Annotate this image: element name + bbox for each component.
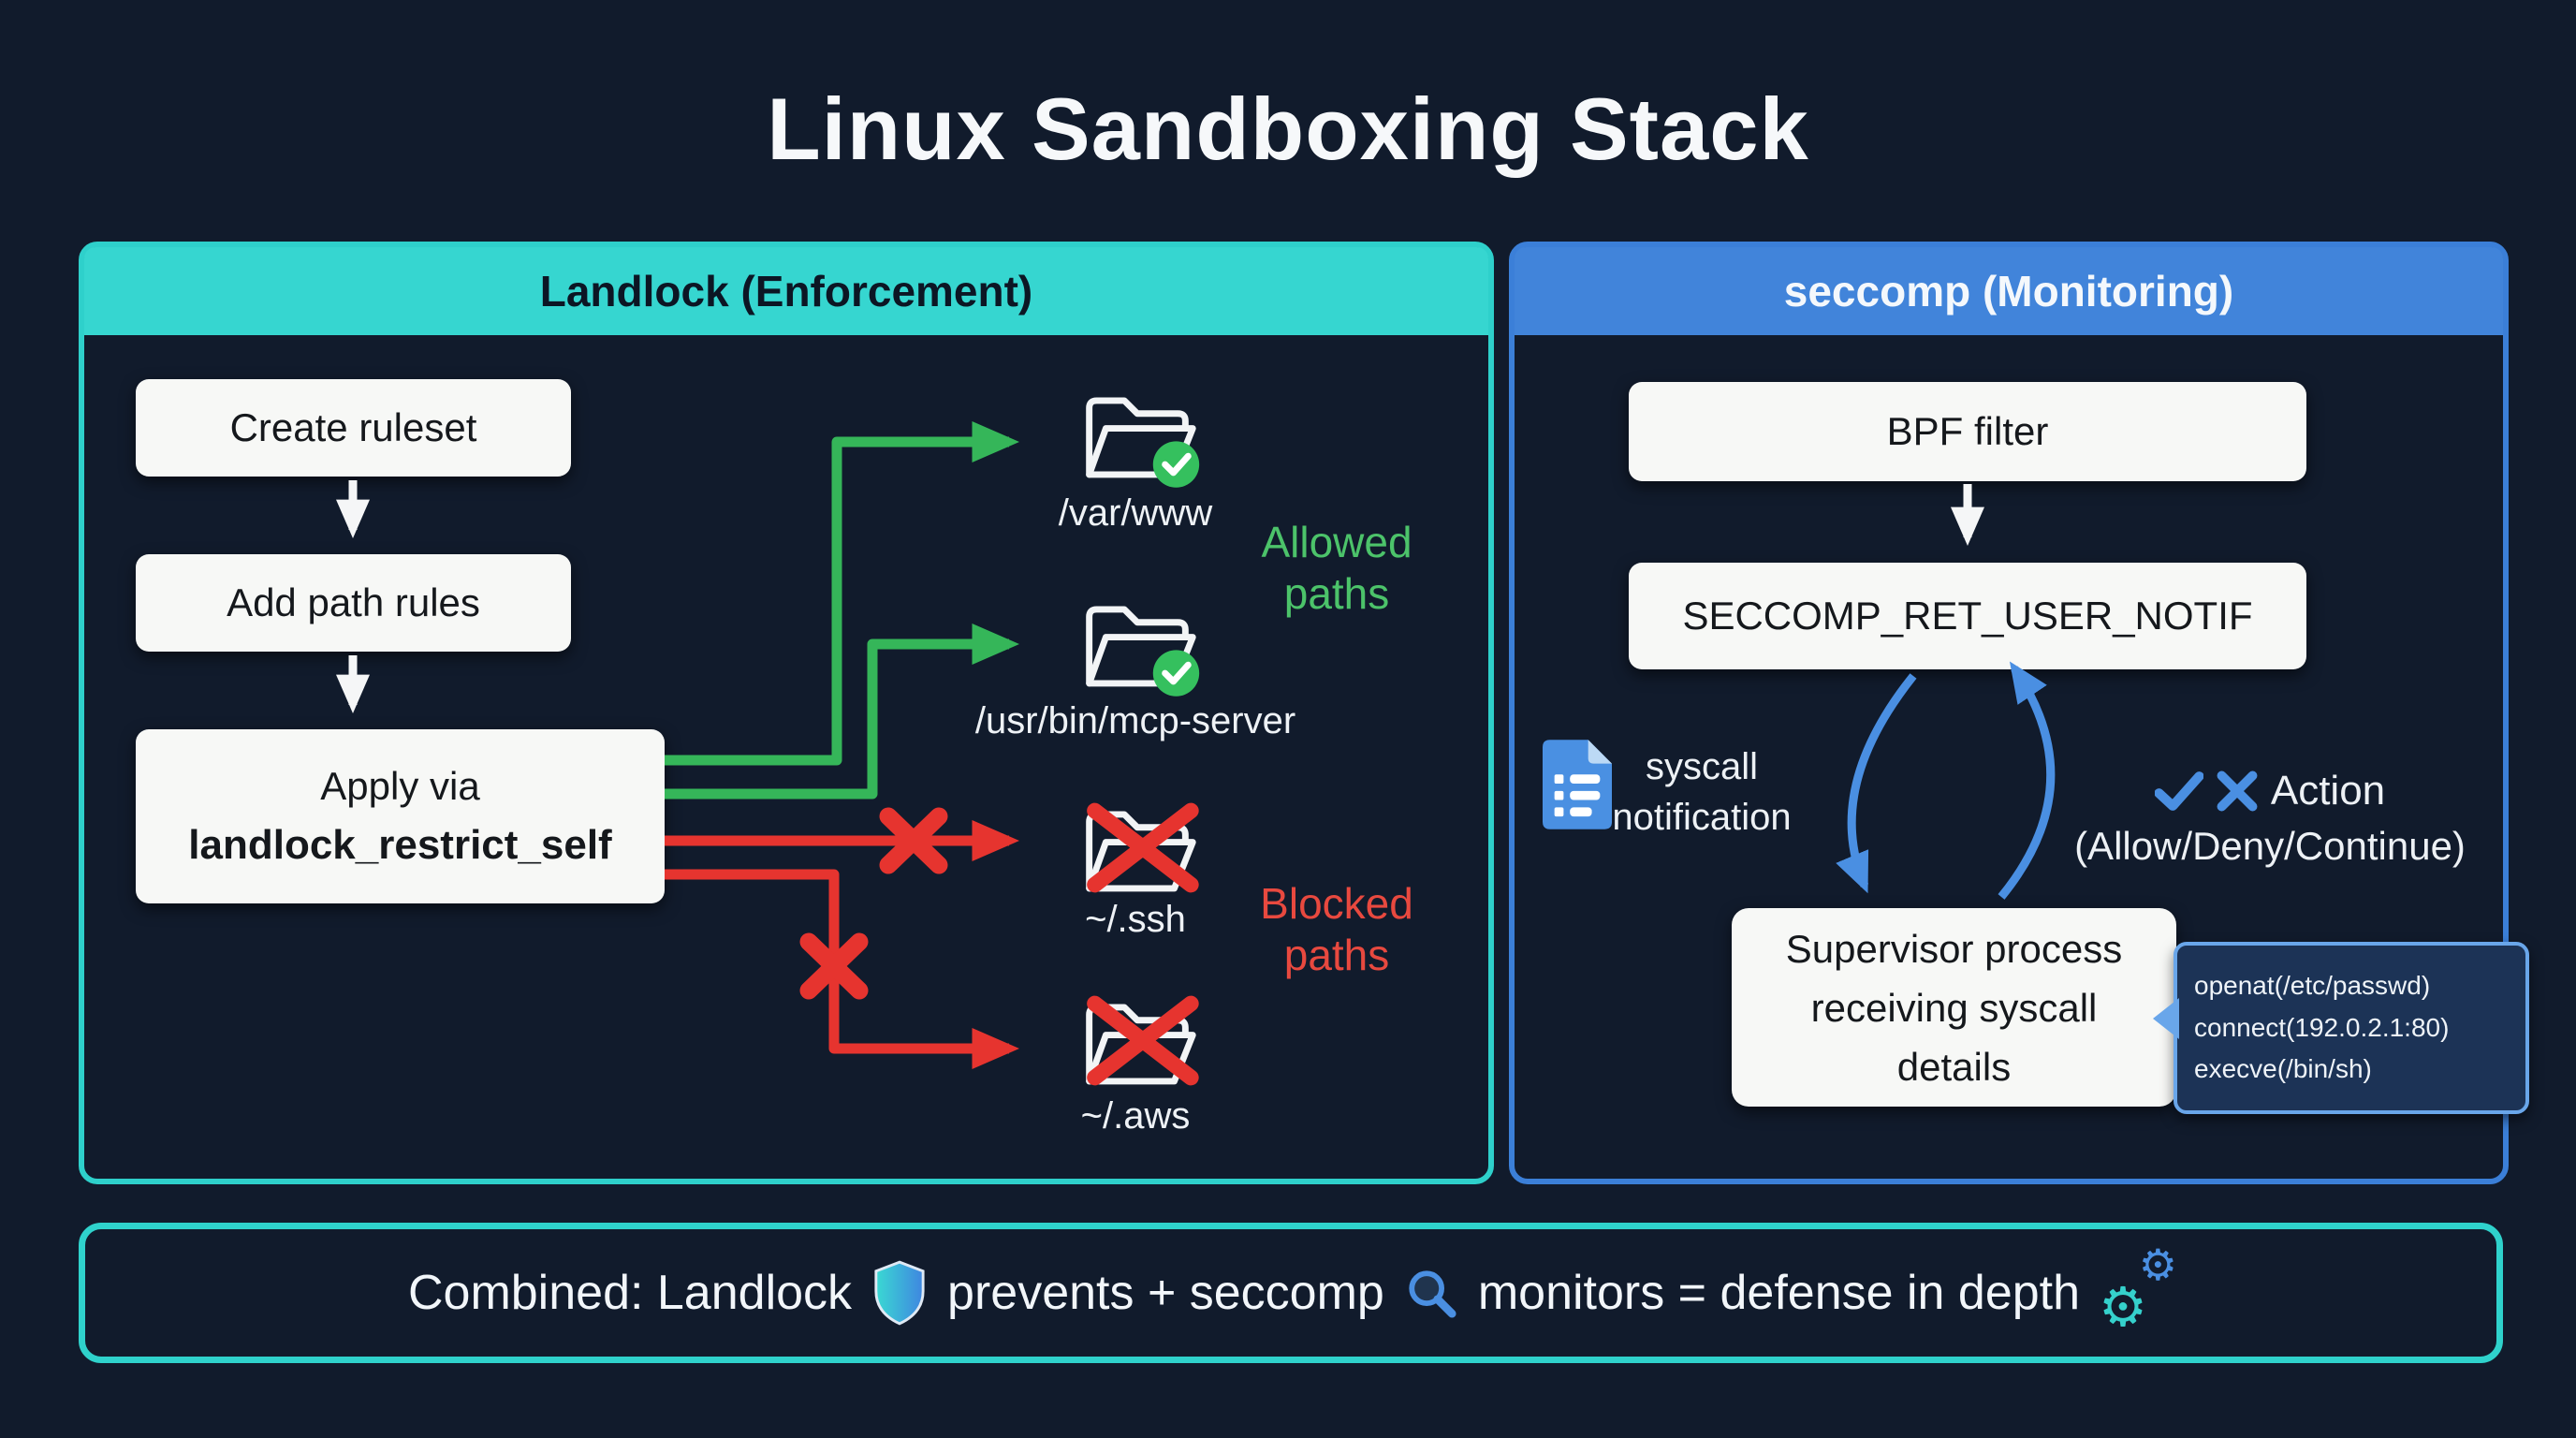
step-box-create-ruleset: Create ruleset [136, 379, 571, 477]
footer-bar: Combined: Landlock prevents + seccomp mo… [79, 1223, 2503, 1363]
action-label-block: Action (Allow/Deny/Continue) [2050, 768, 2490, 869]
step-label: Add path rules [227, 580, 480, 624]
step-label: Create ruleset [229, 405, 477, 449]
allowed-paths-label: Allowed paths [1261, 518, 1412, 619]
blocked-path-label: ~/.aws [1080, 1095, 1191, 1137]
folder-allowed-icon [1063, 374, 1211, 491]
check-badge-icon [1152, 650, 1200, 697]
code-line: openat(/etc/passwd) [2194, 970, 2431, 1000]
seccomp-ret-user-notif-box: SECCOMP_RET_USER_NOTIF [1629, 563, 2306, 669]
gears-icon: ⚙ ⚙ [2099, 1240, 2178, 1339]
syscall-details-bubble: openat(/etc/passwd) connect(192.0.2.1:80… [2153, 942, 2529, 1114]
allowed-path-label: /usr/bin/mcp-server [974, 700, 1296, 741]
code-line: connect(192.0.2.1:80) [2194, 1012, 2450, 1042]
shield-icon [872, 1260, 927, 1326]
action-x-icon [2217, 770, 2258, 812]
supervisor-box: Supervisor process receiving syscall det… [1732, 908, 2176, 1107]
document-icon [1543, 740, 1612, 829]
folder-blocked-icon [1063, 788, 1211, 904]
magnifier-icon [1405, 1267, 1457, 1319]
footer-text-3: monitors = defense in depth [1477, 1266, 2081, 1320]
landlock-panel: Landlock (Enforcement) [79, 242, 1494, 1184]
allowed-path-label: /var/www [1058, 492, 1213, 534]
action-title: Action [2270, 768, 2386, 814]
bpf-filter-box: BPF filter [1629, 382, 2306, 481]
landlock-panel-header: Landlock (Enforcement) [84, 247, 1488, 335]
page-title: Linux Sandboxing Stack [767, 80, 1809, 178]
step-box-add-path-rules: Add path rules [136, 554, 571, 652]
action-check-icon [2154, 771, 2203, 811]
seccomp-panel: seccomp (Monitoring) [1509, 242, 2509, 1184]
code-line: execve(/bin/sh) [2194, 1054, 2372, 1084]
syscall-notification-label: syscall notification [1612, 746, 1792, 838]
x-mark-icon [1087, 995, 1199, 1086]
action-subtitle: (Allow/Deny/Continue) [2074, 824, 2466, 868]
blocked-paths-label: Blocked paths [1260, 879, 1413, 980]
folder-allowed-icon [1063, 583, 1211, 699]
x-mark-icon [1087, 802, 1199, 893]
apply-line1: Apply via [320, 763, 480, 808]
step-box-apply: Apply via landlock_restrict_self [136, 729, 665, 903]
footer-text-1: Combined: Landlock [407, 1266, 853, 1320]
bubble-notch [2153, 998, 2179, 1039]
blocked-path-label: ~/.ssh [1085, 899, 1186, 940]
check-badge-icon [1152, 441, 1200, 488]
apply-line2: landlock_restrict_self [188, 821, 612, 868]
folder-blocked-icon [1063, 981, 1211, 1097]
footer-text-2: prevents + seccomp [947, 1266, 1384, 1320]
seccomp-panel-header: seccomp (Monitoring) [1515, 247, 2503, 335]
